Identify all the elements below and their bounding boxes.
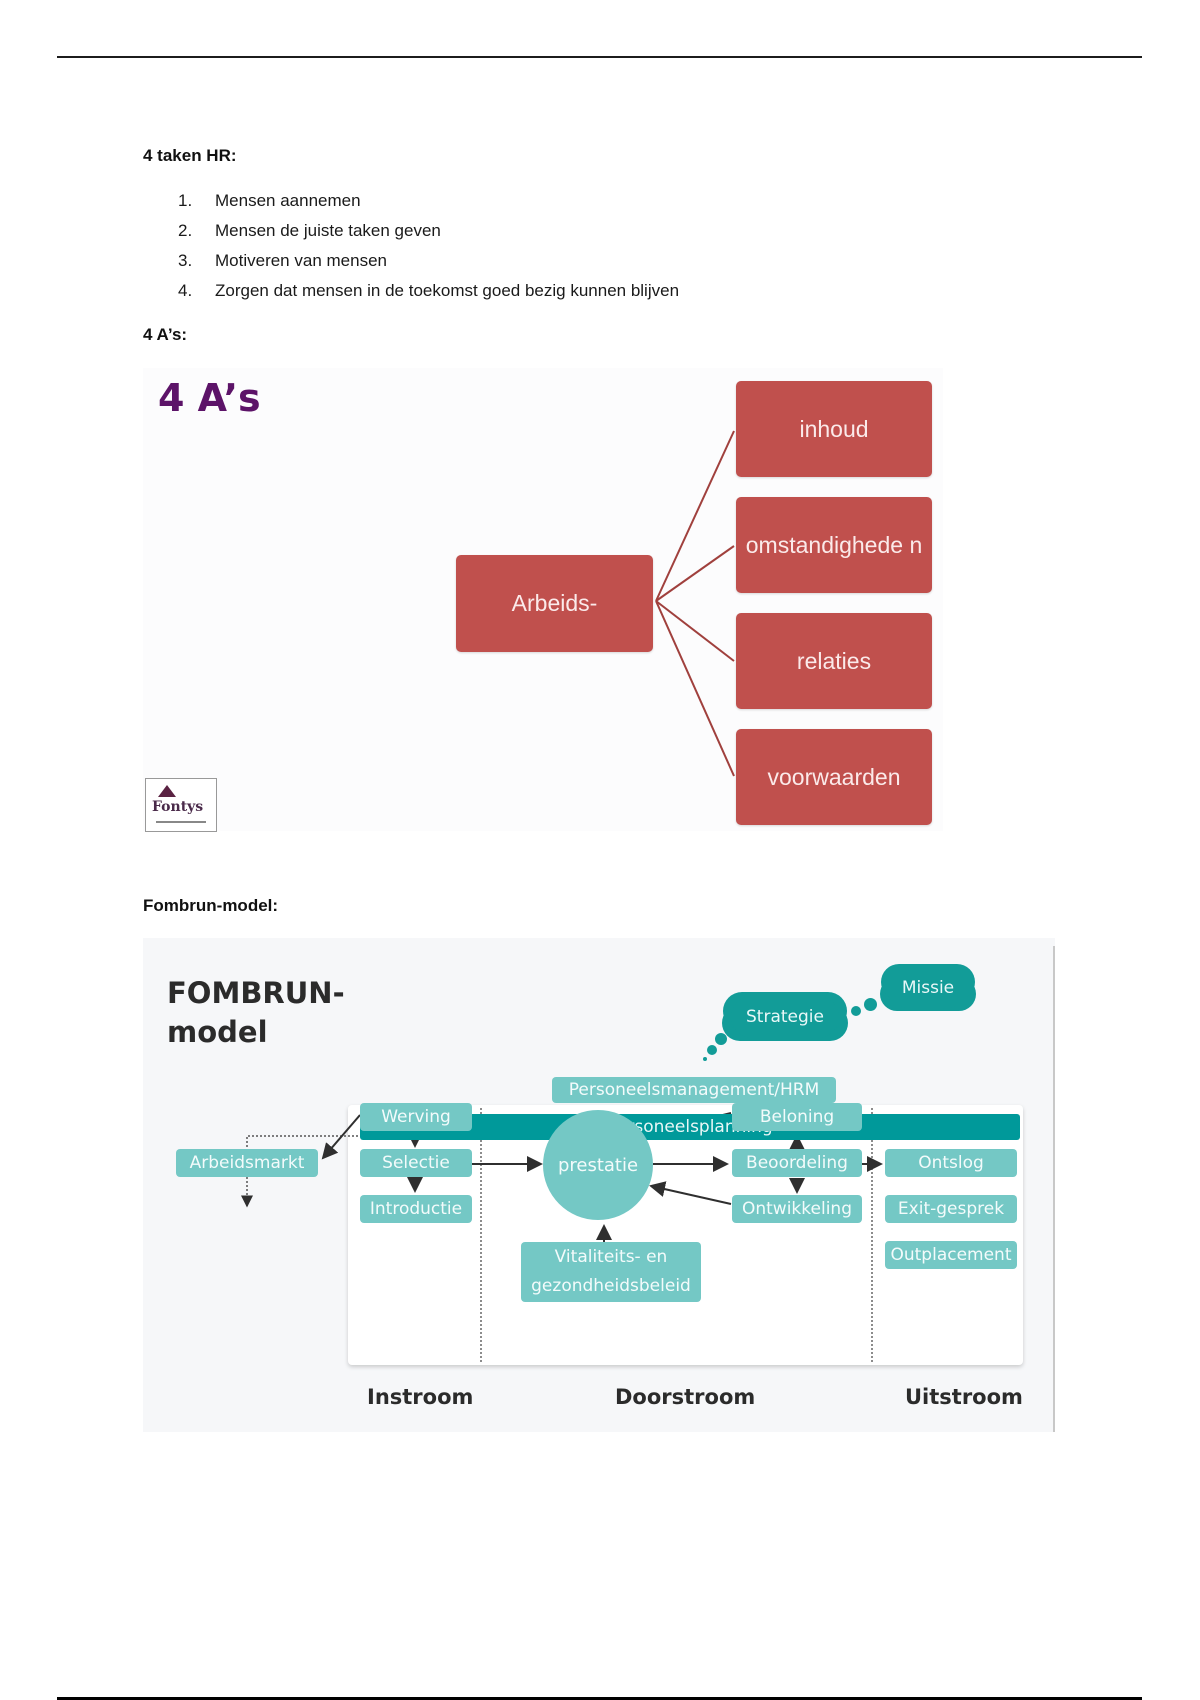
list-item: 2. Mensen de juiste taken geven [178, 220, 679, 250]
model-panel [348, 1105, 1023, 1365]
thought-dot [715, 1033, 727, 1045]
box-ontslag: Ontslog [885, 1149, 1017, 1177]
slide-title: 4 A’s [158, 376, 261, 420]
box-werving: Werving [360, 1103, 472, 1131]
box-selectie: Selectie [360, 1149, 472, 1177]
cloud-missie: Missie [889, 968, 967, 1008]
circle-prestatie: prestatie [543, 1110, 653, 1220]
cloud-strategie: Strategie [731, 996, 839, 1038]
connector-omstandigheden [655, 545, 735, 602]
box-introductie: Introductie [360, 1195, 472, 1223]
title-line-1: FOMBRUN- [167, 976, 345, 1010]
hr-tasks-list: 1. Mensen aannemen 2. Mensen de juiste tak… [178, 190, 679, 310]
list-text: Mensen aannemen [215, 191, 361, 210]
thought-dot [703, 1057, 707, 1061]
phase-label-uitstroom: Uitstroom [905, 1385, 1023, 1409]
slide-title: FOMBRUN- model [167, 974, 345, 1052]
logo-subline [156, 821, 206, 823]
list-text: Motiveren van mensen [215, 251, 387, 270]
arrow-ontwikkeling-to-prestatie [649, 1181, 732, 1205]
heading-4-as: 4 A’s: [143, 325, 188, 344]
box-hrm: Personeelsmanagement/HRM [552, 1077, 836, 1103]
list-item: 1. Mensen aannemen [178, 190, 679, 220]
list-number: 1. [178, 191, 193, 210]
logo-text: Fontys [152, 799, 204, 815]
connector-relaties [655, 600, 735, 662]
connector-lines [655, 430, 735, 777]
heading-fombrun-model: Fombrun-model: [143, 896, 279, 915]
box-vitaliteit: Vitaliteits- en gezondheidsbeleid [521, 1242, 701, 1302]
thought-dot [851, 1006, 861, 1016]
dotted-planning-to-arbeidsmarkt [241, 1135, 358, 1208]
phase-label-instroom: Instroom [367, 1385, 474, 1409]
list-number: 3. [178, 251, 193, 270]
fombrun-diagram: FOMBRUN- model Strategie Missie P [143, 938, 1055, 1432]
thought-dot [707, 1045, 717, 1055]
branch-box-relaties: relaties [736, 613, 932, 709]
box-beloning: Beloning [732, 1103, 862, 1131]
list-item: 3. Motiveren van mensen [178, 250, 679, 280]
header-rule [57, 56, 1142, 58]
phase-label-doorstroom: Doorstroom [615, 1385, 756, 1409]
root-box-arbeids: Arbeids- [456, 555, 653, 652]
branch-box-voorwaarden: voorwaarden [736, 729, 932, 825]
branch-box-inhoud: inhoud [736, 381, 932, 477]
vitaliteit-line-1: Vitaliteits- en [554, 1247, 668, 1267]
box-beoordeling: Beoordeling [732, 1149, 862, 1177]
list-text: Zorgen dat mensen in de toekomst goed be… [215, 281, 680, 300]
four-as-diagram: 4 A’s Arbeids- inhoud omstandighede n re… [143, 368, 943, 832]
logo-emblem-icon [158, 785, 176, 797]
heading-4-taken-hr: 4 taken HR: [143, 146, 237, 165]
thought-dot [864, 998, 877, 1011]
list-text: Mensen de juiste taken geven [215, 221, 441, 240]
footer-rule [57, 1697, 1142, 1700]
branch-box-omstandigheden: omstandighede n [736, 497, 932, 593]
title-line-2: model [167, 1015, 268, 1049]
list-number: 4. [178, 281, 193, 300]
box-arbeidsmarkt: Arbeidsmarkt [176, 1149, 318, 1177]
box-exit-gesprek: Exit-gesprek [885, 1195, 1017, 1223]
fontys-logo: Fontys [145, 778, 217, 832]
connector-inhoud [655, 430, 735, 602]
arrow-werving-to-arbeidsmarkt [321, 1114, 361, 1160]
vitaliteit-line-2: gezondheidsbeleid [531, 1276, 691, 1296]
arrow-werving-arbeidsmarkt [143, 938, 360, 1432]
list-number: 2. [178, 221, 193, 240]
box-ontwikkeling: Ontwikkeling [732, 1195, 862, 1223]
box-outplacement: Outplacement [885, 1241, 1017, 1269]
list-item: 4. Zorgen dat mensen in de toekomst goed … [178, 280, 679, 310]
connector-voorwaarden [655, 600, 735, 777]
slide-edge [1053, 946, 1055, 1432]
